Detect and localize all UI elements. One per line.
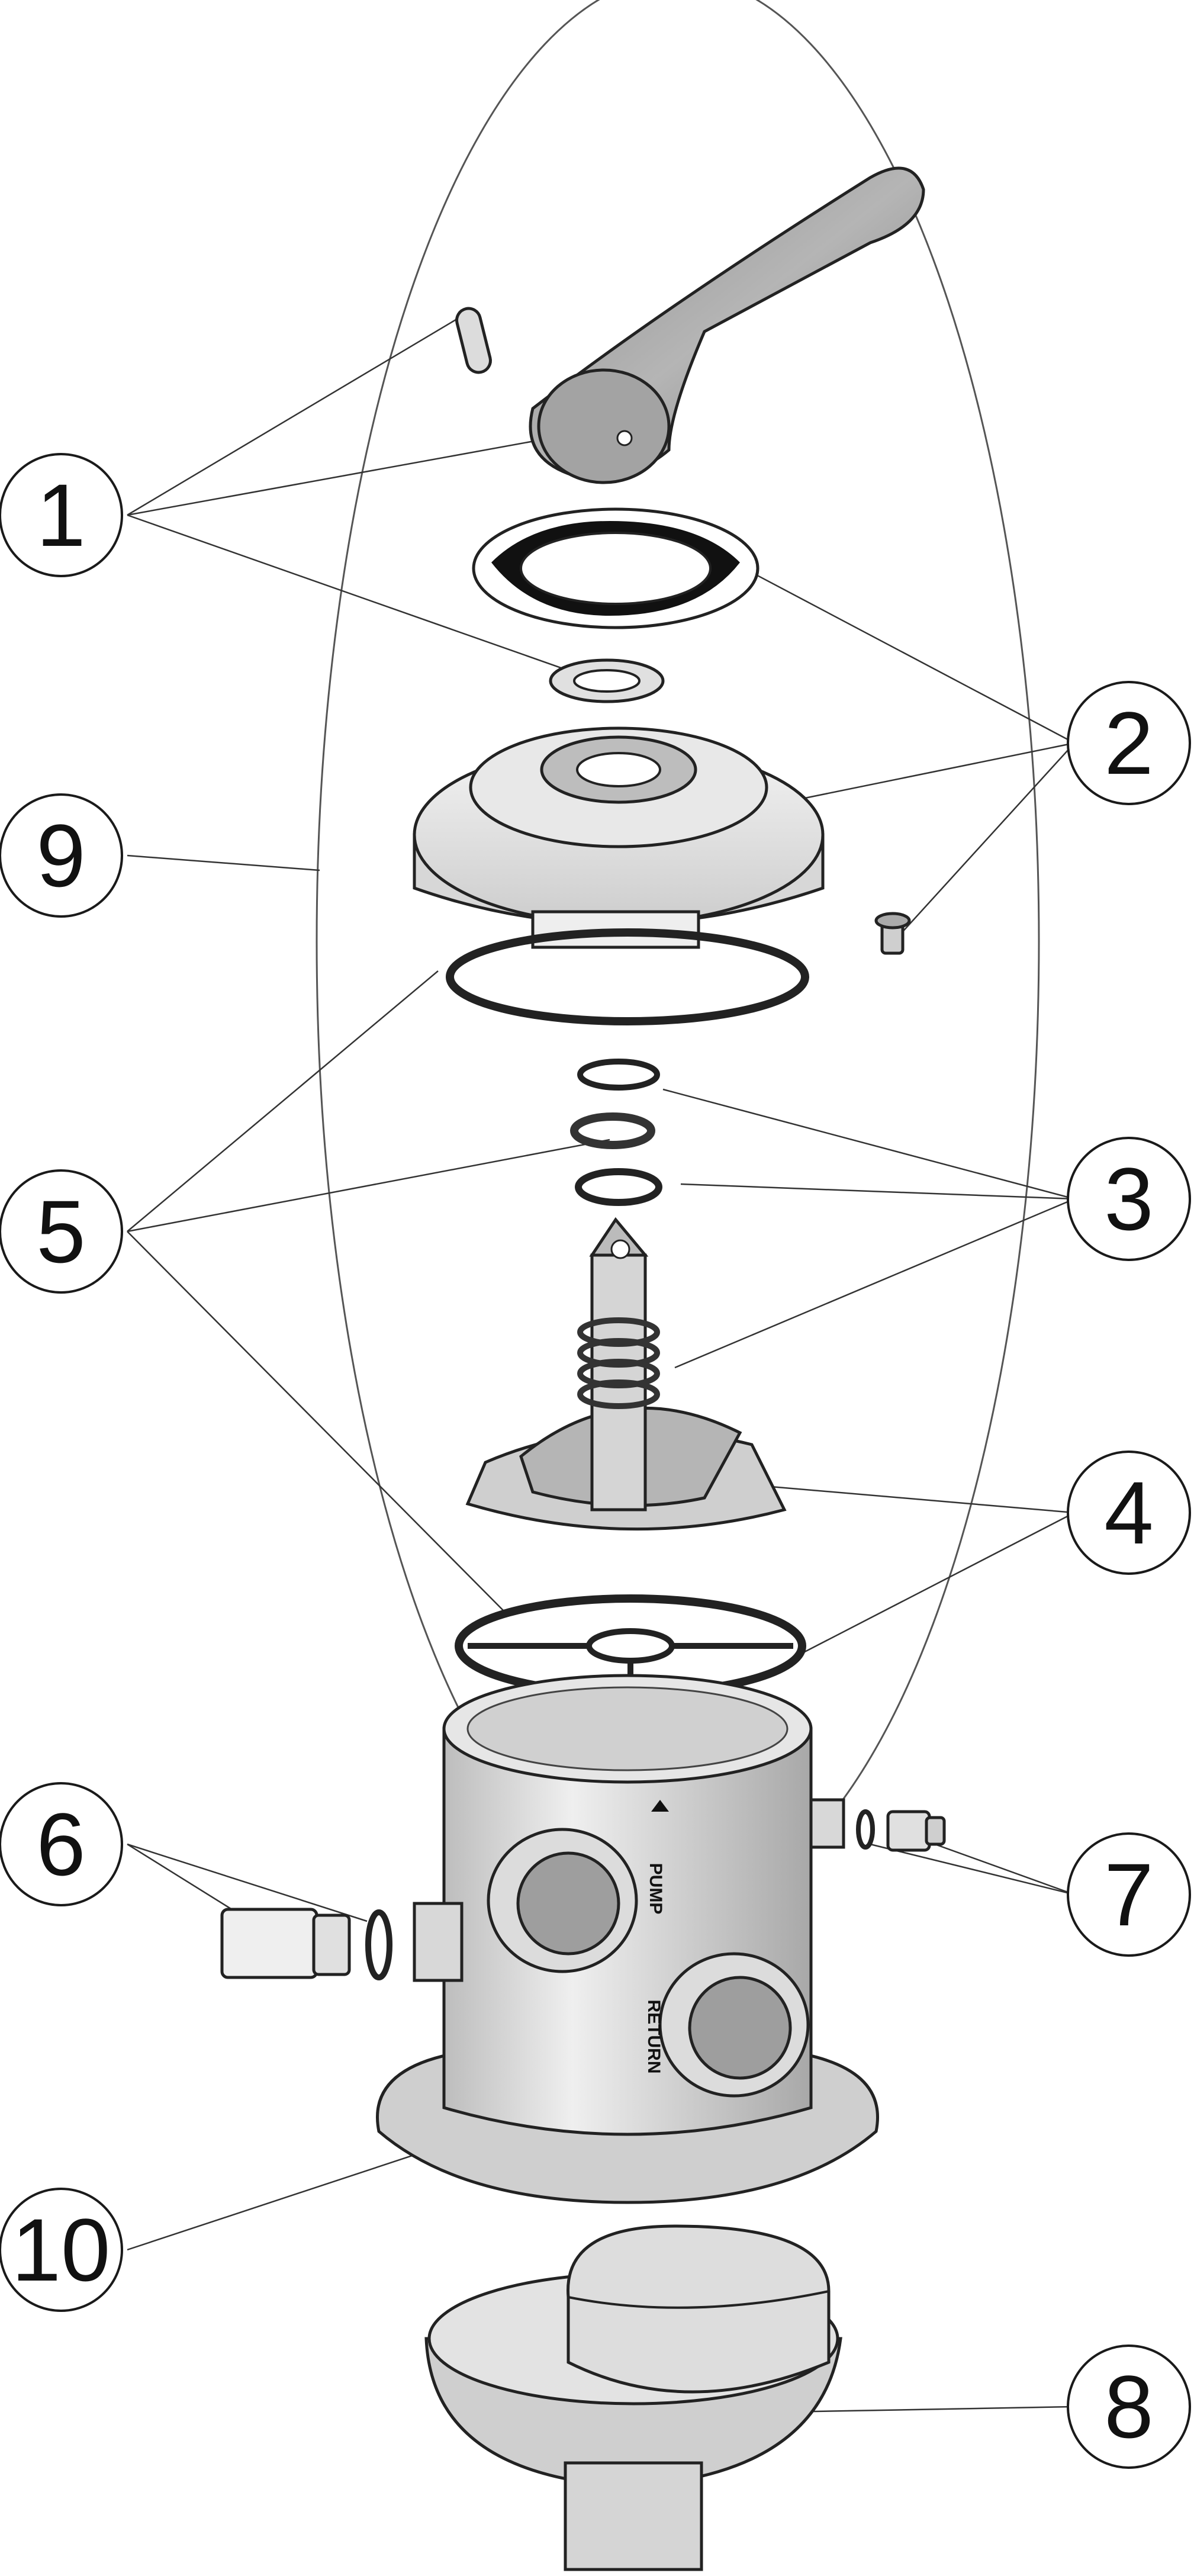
callout-5: 5: [0, 1169, 123, 1294]
callout-number: 9: [36, 806, 85, 905]
callout-2: 2: [1067, 681, 1191, 805]
callout-7: 7: [1067, 1832, 1191, 1957]
callout-number: 4: [1104, 1463, 1153, 1562]
pressure-fitting-part: [856, 1809, 946, 1852]
callout-number: 5: [36, 1182, 85, 1281]
callout-9: 9: [0, 793, 123, 918]
washer-part: [549, 658, 665, 703]
callout-layer: 1 2 3 4 5 6 7 8 9 10: [0, 453, 1191, 2469]
valve-cover-part: [413, 726, 825, 949]
callout-circle: [1067, 1451, 1191, 1575]
leader-lines: [127, 319, 1075, 2414]
bleed-screw-part: [874, 912, 911, 955]
callout-circle: [0, 1169, 123, 1294]
callout-circle: [1067, 681, 1191, 805]
callout-circle: [0, 793, 123, 918]
callout-circle: [0, 2188, 123, 2312]
callout-circle: [0, 453, 123, 577]
cover-o-ring: [446, 928, 809, 1025]
rotor-shaft-part: [465, 1217, 787, 1531]
pin-part: [455, 307, 492, 374]
base-diffuser-part: [424, 2224, 842, 2571]
callout-1: 1: [0, 453, 123, 577]
callout-circle: [1067, 1137, 1191, 1261]
washer-middle: [570, 1112, 655, 1149]
callout-4: 4: [1067, 1451, 1191, 1575]
return-label: RETURN: [644, 2000, 664, 2074]
callout-number: 10: [12, 2200, 111, 2300]
callout-8: 8: [1067, 2345, 1191, 2469]
assembly-outline-ellipse: [316, 0, 1040, 1908]
drain-adapter-part: [220, 1908, 392, 1980]
callout-circle: [1067, 1832, 1191, 1957]
callout-circle: [1067, 2345, 1191, 2469]
return-label-group: RETURN: [644, 2000, 664, 2074]
callout-3: 3: [1067, 1137, 1191, 1261]
valve-body-part: [376, 1674, 879, 2204]
callout-circle: [0, 1782, 123, 1906]
callout-number: 7: [1104, 1845, 1153, 1944]
callout-number: 6: [36, 1794, 85, 1894]
handle-part: [529, 166, 925, 484]
callout-number: 2: [1104, 693, 1153, 793]
cover-gasket-part: [472, 507, 759, 629]
washer-lower: [575, 1168, 662, 1206]
pump-label: PUMP: [646, 1863, 665, 1915]
pump-label-group: PUMP: [646, 1863, 665, 1915]
washer-upper: [577, 1059, 660, 1091]
callout-number: 8: [1104, 2357, 1153, 2456]
callout-10: 10: [0, 2188, 123, 2312]
callout-number: 1: [36, 465, 85, 565]
callout-6: 6: [0, 1782, 123, 1906]
callout-number: 3: [1104, 1149, 1153, 1249]
